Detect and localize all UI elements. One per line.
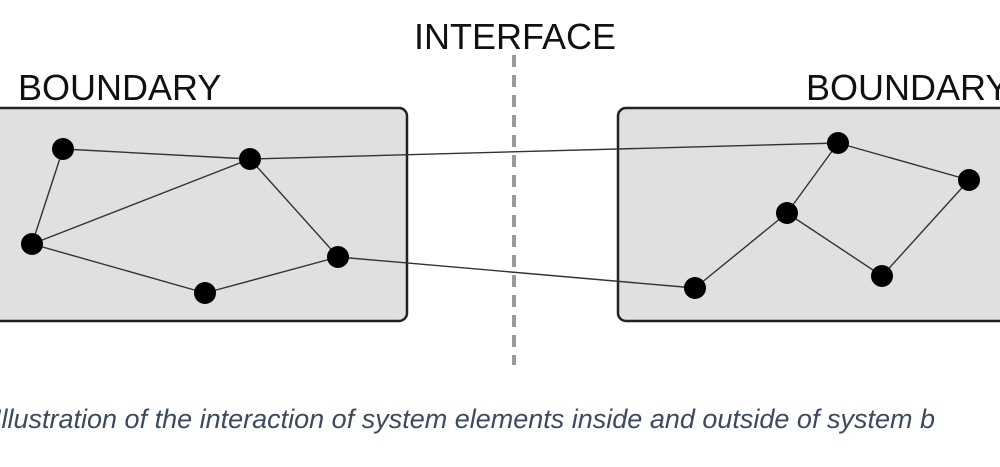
node-10 bbox=[871, 265, 893, 287]
edge-node-1-node-2 bbox=[62, 148, 251, 160]
node-2 bbox=[239, 148, 261, 170]
edge-node-7-node-10 bbox=[881, 179, 970, 277]
node-1 bbox=[52, 138, 74, 160]
edge-node-6-node-7 bbox=[837, 142, 970, 181]
right-boundary-label: BOUNDARY bbox=[806, 67, 1000, 108]
edge-node-3-node-5 bbox=[31, 243, 206, 294]
edge-node-8-node-10 bbox=[786, 212, 883, 277]
node-4 bbox=[327, 246, 349, 268]
interface-label: INTERFACE bbox=[414, 16, 616, 57]
edge-node-8-node-9 bbox=[694, 212, 788, 289]
node-6 bbox=[827, 132, 849, 154]
left-boundary-label: BOUNDARY bbox=[18, 67, 221, 108]
edge-node-1-node-3 bbox=[31, 148, 64, 245]
edge-node-2-node-4 bbox=[249, 158, 339, 258]
node-5 bbox=[194, 282, 216, 304]
edge-node-6-node-8 bbox=[786, 142, 839, 214]
figure-caption: Illustration of the interaction of syste… bbox=[0, 404, 935, 434]
cross-edge-node-2-node-6 bbox=[249, 142, 839, 160]
node-7 bbox=[958, 169, 980, 191]
node-3 bbox=[21, 233, 43, 255]
right-system-boundary-box bbox=[616, 106, 1000, 323]
node-9 bbox=[684, 277, 706, 299]
edge-node-5-node-4 bbox=[204, 256, 339, 294]
left-system-boundary-box bbox=[0, 106, 409, 323]
node-8 bbox=[776, 202, 798, 224]
edge-node-3-node-2 bbox=[31, 158, 251, 245]
cross-edge-node-4-node-9 bbox=[337, 256, 696, 289]
